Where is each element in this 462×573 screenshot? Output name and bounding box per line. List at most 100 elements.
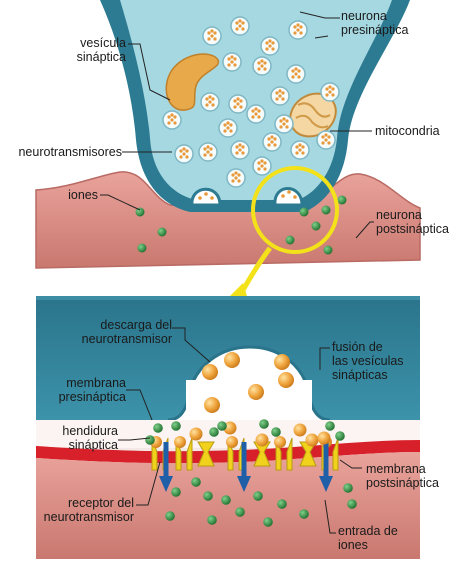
ion xyxy=(203,491,213,501)
ion xyxy=(165,511,175,521)
synaptic-vesicle xyxy=(316,130,336,150)
ion xyxy=(221,495,231,505)
synaptic-vesicles xyxy=(162,16,340,200)
synaptic-vesicle xyxy=(226,168,246,188)
ion xyxy=(299,509,309,519)
bottom-panel xyxy=(36,296,420,559)
label-synaptic-vesicle: vesícula sináptica xyxy=(76,36,126,64)
synaptic-vesicle xyxy=(260,36,280,56)
ion xyxy=(253,491,263,501)
ion xyxy=(259,419,269,429)
ion xyxy=(337,195,347,205)
ion xyxy=(263,517,273,527)
ion-entry-arrows xyxy=(159,442,333,492)
ion xyxy=(191,477,201,487)
receptor-closed xyxy=(253,441,271,467)
synaptic-vesicle xyxy=(218,118,238,138)
ion xyxy=(207,515,217,525)
ion xyxy=(153,423,163,433)
ion xyxy=(209,427,219,437)
ion xyxy=(285,235,295,245)
synaptic-vesicle xyxy=(198,142,218,162)
ion xyxy=(347,499,357,509)
ion xyxy=(157,227,167,237)
ion xyxy=(217,421,227,431)
synaptic-vesicle xyxy=(252,56,272,76)
ion-entry-arrow xyxy=(319,442,333,492)
label-mitochondria: mitocondria xyxy=(375,124,440,138)
label-vesicle-fusion: fusión de las vesículas sinápticas xyxy=(332,340,404,382)
neurotransmitter xyxy=(223,421,237,435)
label-neurotransmitters: neurotransmisores xyxy=(18,145,122,159)
presynaptic-membrane-band xyxy=(36,296,420,420)
ion xyxy=(325,421,335,431)
label-postsynaptic-membrane: membrana postsináptica xyxy=(366,462,439,490)
neurotransmitter xyxy=(255,433,269,447)
neurotransmitter-dot xyxy=(293,195,297,199)
ion xyxy=(321,205,331,215)
neurotransmitter xyxy=(317,431,331,445)
ion xyxy=(271,427,281,437)
label-ion-entry: entrada de iones xyxy=(338,524,398,552)
neurotransmitter xyxy=(189,427,203,441)
label-presynaptic-neuron: neurona presináptica xyxy=(341,9,409,37)
synaptic-vesicle xyxy=(274,114,294,134)
ion xyxy=(335,431,345,441)
neurotransmitter xyxy=(202,364,218,380)
synaptic-vesicle xyxy=(200,92,220,112)
neurotransmitter xyxy=(224,352,240,368)
receptor-closed xyxy=(197,441,215,467)
ions-top xyxy=(135,195,347,255)
ion xyxy=(311,221,321,231)
neurotransmitter xyxy=(278,372,294,388)
synaptic-vesicle xyxy=(270,86,290,106)
neurotransmitter-dot xyxy=(281,194,285,198)
neurotransmitter-dot xyxy=(210,196,214,200)
label-presynaptic-membrane: membrana presináptica xyxy=(58,376,126,404)
synaptic-vesicle xyxy=(290,140,310,160)
neurotransmitters-bottom xyxy=(189,352,331,447)
neurotransmitter-dot xyxy=(204,192,208,196)
receptor xyxy=(274,436,293,471)
neurotransmitter-dot xyxy=(287,190,291,194)
label-postsynaptic-neuron: neurona postsináptica xyxy=(376,208,449,236)
ion xyxy=(343,483,353,493)
highlight-circle xyxy=(251,166,339,254)
ion-entry-arrow xyxy=(237,442,251,492)
neurotransmitter xyxy=(293,423,307,437)
synaptic-vesicle xyxy=(252,156,272,176)
ion xyxy=(145,435,155,445)
synaptic-vesicle xyxy=(228,94,248,114)
ion xyxy=(137,243,147,253)
receptor xyxy=(174,436,193,471)
ion xyxy=(323,245,333,255)
ion xyxy=(135,207,145,217)
synaptic-vesicle xyxy=(262,132,282,152)
ion xyxy=(299,207,309,217)
neurotransmitter-receptors xyxy=(150,436,339,471)
synaptic-vesicle xyxy=(174,144,194,164)
ion xyxy=(277,499,287,509)
neurotransmitter xyxy=(204,397,220,413)
neurotransmitter xyxy=(274,354,290,370)
label-neurotransmitter-release: descarga del neurotransmisor xyxy=(81,318,172,346)
synaptic-vesicle xyxy=(286,64,306,84)
neurotransmitter-dot xyxy=(198,196,202,200)
synaptic-vesicle xyxy=(162,110,182,130)
neurotransmitter xyxy=(305,433,319,447)
ion xyxy=(235,507,245,517)
label-ions: iones xyxy=(68,188,98,202)
synaptic-vesicle xyxy=(230,140,250,160)
synaptic-vesicle xyxy=(222,52,242,72)
label-neurotransmitter-receptor: receptor del neurotransmisor xyxy=(43,496,134,524)
neurotransmitter xyxy=(248,384,264,400)
synaptic-vesicle xyxy=(288,20,308,40)
leader-lines xyxy=(100,11,374,534)
synaptic-vesicle xyxy=(320,82,340,102)
ion xyxy=(171,421,181,431)
synaptic-vesicle xyxy=(202,26,222,46)
label-synaptic-cleft: hendidura sináptica xyxy=(62,424,118,452)
ions-bottom xyxy=(145,419,357,527)
top-panel xyxy=(35,0,421,306)
ion xyxy=(171,487,181,497)
